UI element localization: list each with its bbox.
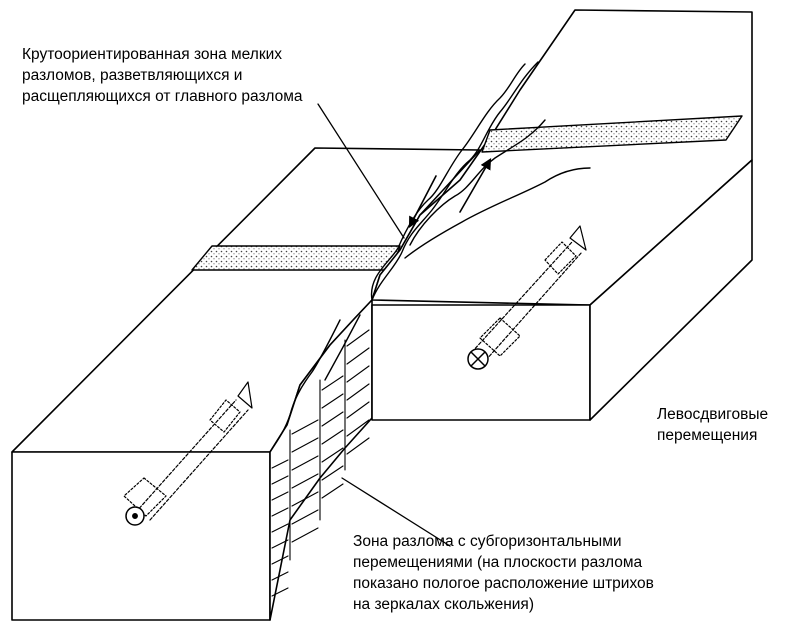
- fault-trace-branch-5: [409, 119, 546, 246]
- slip-arrow-down: [408, 175, 437, 228]
- fault-traces: [269, 61, 591, 453]
- left-lateral-line-1: Левосдвиговые: [657, 406, 769, 423]
- left-block-movement-arrow: [123, 381, 253, 521]
- fault-trace-branch-4: [324, 314, 361, 381]
- right-block-side-face: [589, 159, 753, 421]
- fault-zone-bottom-line-4: на зеркалах скольжения): [353, 596, 534, 613]
- fault-zone-top-line-3: расщепляющихся от главного разлома: [22, 88, 303, 105]
- fault-trace-branch-3: [269, 319, 341, 453]
- fault-trace-branch-2: [404, 167, 591, 259]
- leader-top: [317, 103, 405, 239]
- fault-trace-main: [371, 61, 539, 301]
- left-block-front-face: [11, 451, 271, 621]
- fault-zone-bottom-line-2: перемещениями (на плоскости разлома: [353, 554, 643, 571]
- fault-zone-bottom-line-1: Зона разлома с субгоризонтальными: [353, 533, 622, 550]
- fault-zone-bottom-line-3: показано пологое расположение штрихов: [353, 575, 654, 592]
- left-block: [11, 147, 481, 621]
- fault-zone-bottom-label: Зона разлома с субгоризонтальными переме…: [353, 531, 654, 615]
- away-from-viewer-symbol: [467, 348, 489, 370]
- left-lateral-line-2: перемещения: [657, 427, 758, 444]
- left-lateral-label: Левосдвиговые перемещения: [657, 404, 768, 446]
- fault-trace-branch-1: [370, 63, 526, 301]
- slickenside-striations: [271, 304, 373, 597]
- toward-viewer-symbol: [125, 506, 145, 526]
- right-block-movement-arrow: [471, 225, 587, 361]
- right-stippled-layer: [481, 115, 743, 153]
- leader-bottom: [341, 477, 451, 547]
- fault-zone-top-line-1: Крутоориентированная зона мелких: [22, 46, 283, 63]
- right-block: [371, 9, 753, 421]
- leader-lines: [317, 103, 451, 547]
- left-stippled-layer: [191, 245, 401, 271]
- slip-arrows: [408, 158, 492, 228]
- fault-zone-top-label: Крутоориентированная зона мелких разломо…: [22, 44, 303, 107]
- fault-zone-top-line-2: разломов, разветвляющихся и: [22, 67, 243, 84]
- slip-arrow-up: [459, 158, 492, 213]
